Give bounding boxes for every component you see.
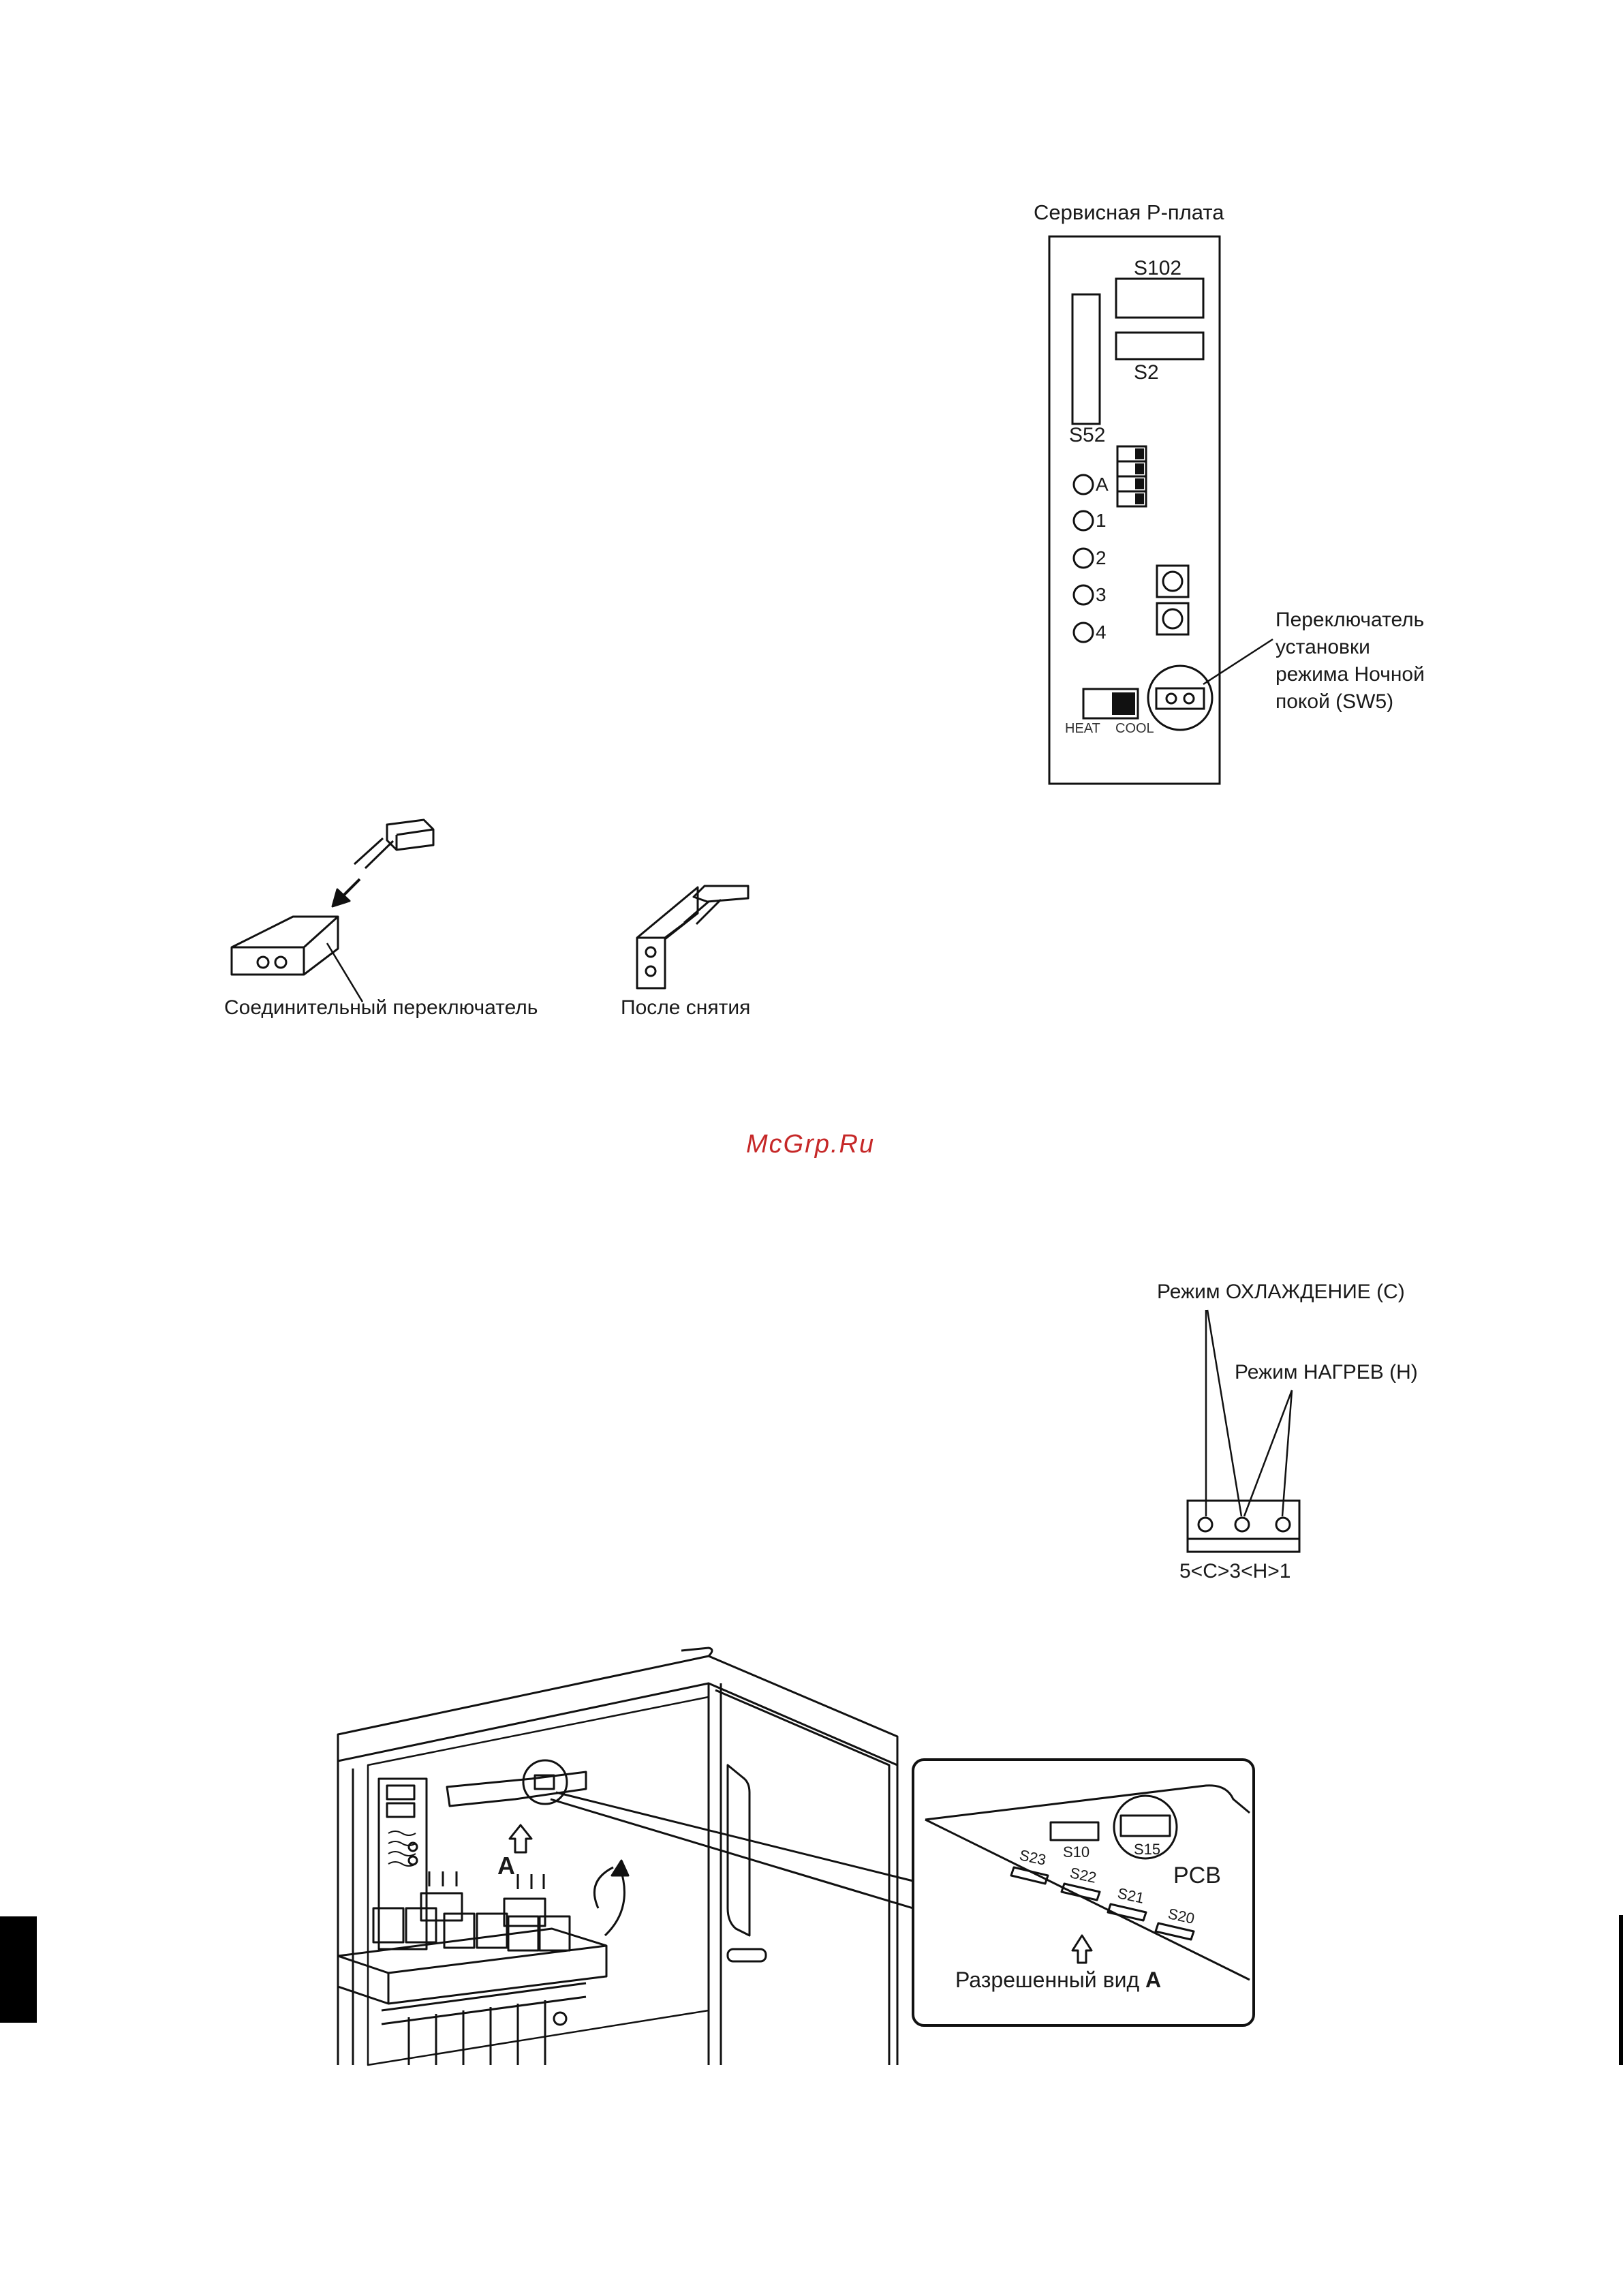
pin-order-label: 5<C>3<H>1	[1179, 1558, 1290, 1585]
led-4-label: 4	[1096, 619, 1107, 646]
inset-caption-letter: A	[1145, 1968, 1161, 1992]
inset-s22-label: S22	[1067, 1859, 1099, 1891]
inset-pcb-label: PCB	[1173, 1862, 1221, 1889]
led-2	[1074, 549, 1093, 568]
inset-pcb-board	[925, 1786, 1250, 1820]
inset-s23-label: S23	[1017, 1841, 1049, 1873]
connector-s102	[1116, 279, 1203, 318]
led-1-label: 1	[1096, 507, 1107, 534]
inset-caption: Разрешенный вид A	[955, 1966, 1161, 1993]
led-1	[1074, 511, 1093, 530]
heat-mode-label: Режим НАГРЕВ (H)	[1235, 1359, 1418, 1386]
inset-s20-label: S20	[1165, 1900, 1197, 1932]
led-3-label: 3	[1096, 581, 1107, 609]
sw5-jumper	[1148, 666, 1212, 730]
sw5-callout-line-2: установки	[1276, 634, 1370, 661]
connector-s102-label: S102	[1134, 255, 1181, 282]
inset-caption-text: Разрешенный вид	[955, 1968, 1139, 1992]
cool-mode-label: Режим ОХЛАЖДЕНИЕ (C)	[1157, 1279, 1405, 1306]
led-3	[1074, 585, 1093, 604]
sw5-callout-line-4: покой (SW5)	[1276, 688, 1393, 716]
sw5-callout-line-1: Переключатель	[1276, 607, 1424, 634]
connector-s52	[1072, 294, 1100, 424]
edge-mark	[1619, 1915, 1623, 2065]
pin-5	[1199, 1518, 1212, 1531]
led-4	[1074, 623, 1093, 642]
led-a-label: A	[1096, 471, 1109, 498]
connector-s2-label: S2	[1134, 359, 1159, 386]
inset-s10	[1051, 1822, 1098, 1840]
connector-switch-label: Соединительный переключатель	[224, 994, 538, 1022]
heat-label: HEAT	[1065, 720, 1100, 737]
pin-1	[1276, 1518, 1290, 1531]
pin-3	[1235, 1518, 1249, 1531]
push-button-2	[1157, 603, 1188, 634]
connector-s2	[1116, 333, 1203, 359]
watermark: McGrp.Ru	[746, 1130, 875, 1159]
unit-front-panel	[715, 1690, 889, 2065]
after-removal-label: После снятия	[621, 994, 750, 1022]
push-button-1	[1157, 566, 1188, 597]
inset-s15	[1121, 1816, 1170, 1836]
unit-top-cover	[338, 1656, 897, 1765]
connector-s52-label: S52	[1069, 422, 1105, 449]
inset-view-arrow	[1072, 1935, 1092, 1963]
door-handle	[728, 1765, 749, 1935]
view-arrow-a	[510, 1825, 531, 1852]
led-a	[1074, 475, 1093, 494]
cool-label: COOL	[1115, 720, 1154, 737]
sw5-callout-line-3: режима Ночной	[1276, 661, 1425, 688]
side-tab	[0, 1916, 37, 2023]
view-letter-a: A	[497, 1852, 515, 1880]
led-2-label: 2	[1096, 545, 1107, 572]
inset-s15-label: S15	[1134, 1836, 1160, 1863]
inset-s21-label: S21	[1115, 1880, 1147, 1912]
